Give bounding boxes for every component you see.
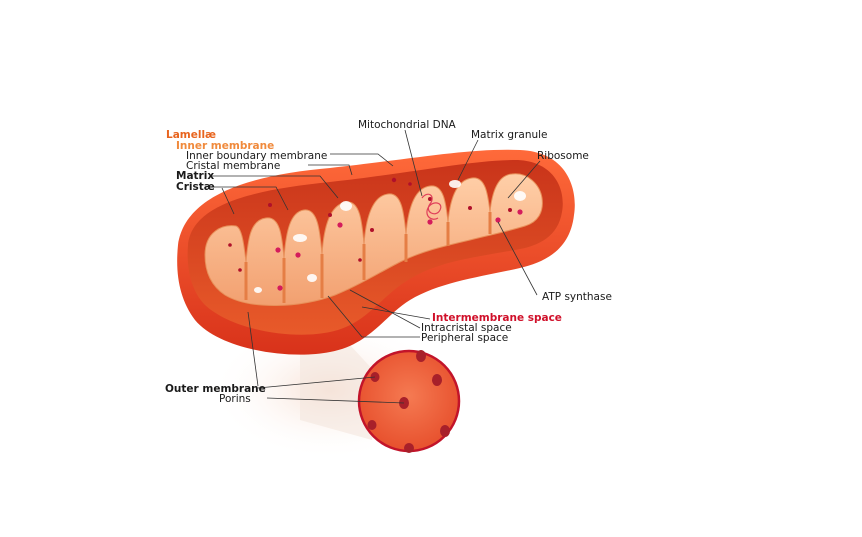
label-intermembrane-space: Intermembrane space	[432, 312, 562, 324]
label-matrix: Matrix	[176, 170, 215, 182]
cristae-folds	[204, 173, 543, 306]
label-porins: Porins	[219, 393, 251, 405]
leader-lines	[208, 129, 541, 404]
label-matrix-granule: Matrix granule	[471, 129, 548, 141]
atp-synthase-dots	[275, 209, 523, 291]
label-cristae: Cristæ	[176, 181, 215, 193]
label-peripheral-space: Peripheral space	[421, 332, 509, 344]
label-inner-boundary-membrane: Inner boundary membrane	[186, 150, 328, 162]
label-ribosome: Ribosome	[537, 150, 589, 162]
magnified-outer-membrane	[357, 349, 461, 453]
label-mitochondrial-dna: Mitochondrial DNA	[358, 119, 456, 131]
label-inner-membrane: Inner membrane	[176, 140, 275, 152]
matrix-granules	[254, 180, 526, 293]
label-cristal-membrane: Cristal membrane	[186, 160, 281, 172]
label-lamellae: Lamellæ	[166, 129, 217, 141]
label-intracristal-space: Intracristal space	[421, 322, 512, 334]
label-outer-membrane: Outer membrane	[165, 383, 266, 395]
label-atp-synthase: ATP synthase	[542, 291, 612, 303]
mitochondrial-dna-strand	[421, 193, 442, 220]
magnifier-beam	[300, 345, 375, 440]
ribosome-dots	[228, 177, 512, 272]
